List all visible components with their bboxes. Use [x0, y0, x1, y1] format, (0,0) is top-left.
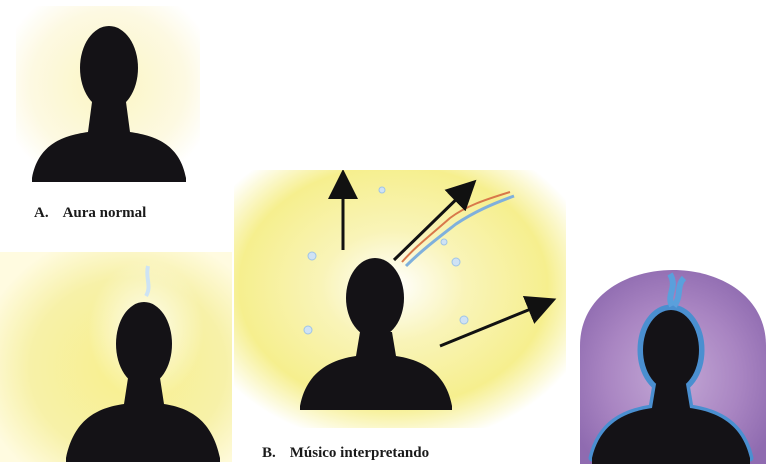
energy-wisp [146, 266, 149, 296]
panel-musician [234, 170, 566, 428]
panel-yellow-aura [0, 252, 232, 462]
panel-purple-aura [566, 266, 780, 464]
purple-aura-illustration [566, 266, 780, 464]
panel-normal-aura [8, 6, 208, 182]
caption-b-letter: B. [262, 445, 276, 462]
normal-aura-illustration [8, 6, 208, 182]
yellow-aura-illustration [0, 252, 232, 462]
caption-b: B. Músico interpretando [262, 445, 429, 462]
musician-aura-illustration [234, 170, 566, 428]
caption-a-letter: A. [34, 205, 49, 222]
caption-a: A. Aura normal [34, 205, 146, 222]
caption-a-text: Aura normal [63, 205, 147, 221]
caption-b-text: Músico interpretando [290, 445, 429, 461]
